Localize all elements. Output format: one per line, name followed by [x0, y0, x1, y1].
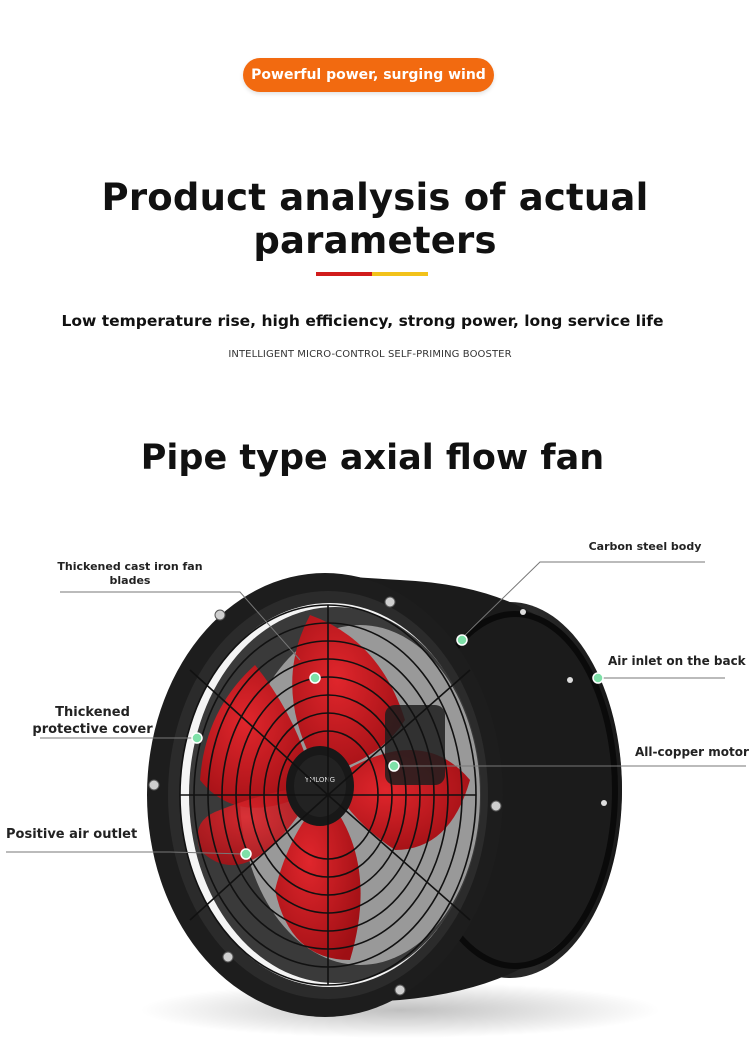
- divider-yellow: [372, 272, 428, 276]
- fan-illustration: YMLONG: [0, 520, 750, 1064]
- main-title: Product analysis of actual parameters: [101, 176, 649, 262]
- callout-body: Carbon steel body: [588, 540, 702, 553]
- header-pill: Powerful power, surging wind: [243, 58, 494, 92]
- small-caps-tagline: INTELLIGENT MICRO-CONTROL SELF-PRIMING B…: [228, 349, 512, 360]
- fan-blades: [197, 615, 470, 960]
- product-title: Pipe type axial flow fan: [140, 438, 605, 478]
- hub-logo: YMLONG: [304, 776, 335, 784]
- callout-cover: Thickened protective cover: [32, 705, 153, 737]
- callout-motor: All-copper motor: [635, 745, 749, 759]
- callout-blades: Thickened cast iron fan blades: [57, 560, 203, 588]
- callout-lines: [6, 561, 746, 855]
- fan-svg: YMLONG: [6, 561, 746, 1038]
- callout-markers: [191, 634, 604, 860]
- callout-outlet: Positive air outlet: [6, 827, 138, 842]
- subtitle: Low temperature rise, high efficiency, s…: [61, 312, 664, 330]
- divider-red: [316, 272, 372, 276]
- protective-grill: [179, 604, 477, 986]
- pill-label: Powerful power, surging wind: [251, 67, 486, 83]
- callout-inlet: Air inlet on the back: [608, 654, 746, 668]
